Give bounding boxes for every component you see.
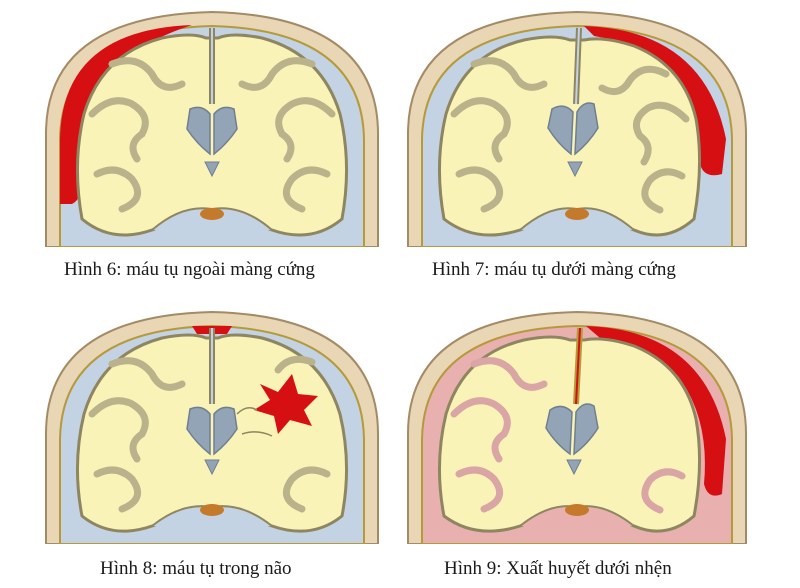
right-ventricle [213, 106, 238, 156]
gyri [88, 355, 331, 513]
figure-7-panel [404, 4, 750, 247]
left-ventricle [547, 105, 574, 156]
epidural-hematoma [60, 25, 192, 204]
left-ventricle [545, 405, 573, 456]
third-ventricle [204, 161, 220, 178]
intracerebral-hematoma [254, 374, 318, 434]
right-ventricle [213, 406, 238, 456]
figure-9-caption: Hình 9: Xuất huyết dưới nhện [444, 558, 672, 579]
left-ventricle [186, 406, 211, 456]
figure-9-panel [404, 304, 750, 544]
figure-9-illustration [407, 310, 747, 544]
figure-7-illustration [407, 10, 747, 247]
pituitary [200, 504, 224, 516]
subarachnoid-hemorrhage [586, 326, 726, 496]
third-ventricle [204, 459, 220, 476]
figure-8-illustration [45, 310, 379, 544]
figure-8-caption: Hình 8: máu tụ trong não [100, 558, 292, 579]
right-ventricle [573, 403, 599, 456]
figure-7-caption: Hình 7: máu tụ dưới màng cứng [432, 259, 676, 280]
figure-6-caption: Hình 6: máu tụ ngoài màng cứng [64, 259, 315, 280]
gyri [88, 57, 336, 213]
figure-8-panel [42, 304, 382, 544]
figure-6-panel [42, 4, 382, 247]
third-ventricle [566, 459, 582, 476]
pituitary [565, 504, 589, 516]
gyri [450, 57, 690, 214]
gyri [450, 357, 686, 514]
pituitary [200, 208, 224, 220]
third-ventricle [567, 161, 583, 178]
pituitary [565, 208, 589, 220]
left-ventricle [186, 106, 211, 156]
right-ventricle [574, 102, 599, 156]
figure-6-illustration [45, 10, 379, 247]
